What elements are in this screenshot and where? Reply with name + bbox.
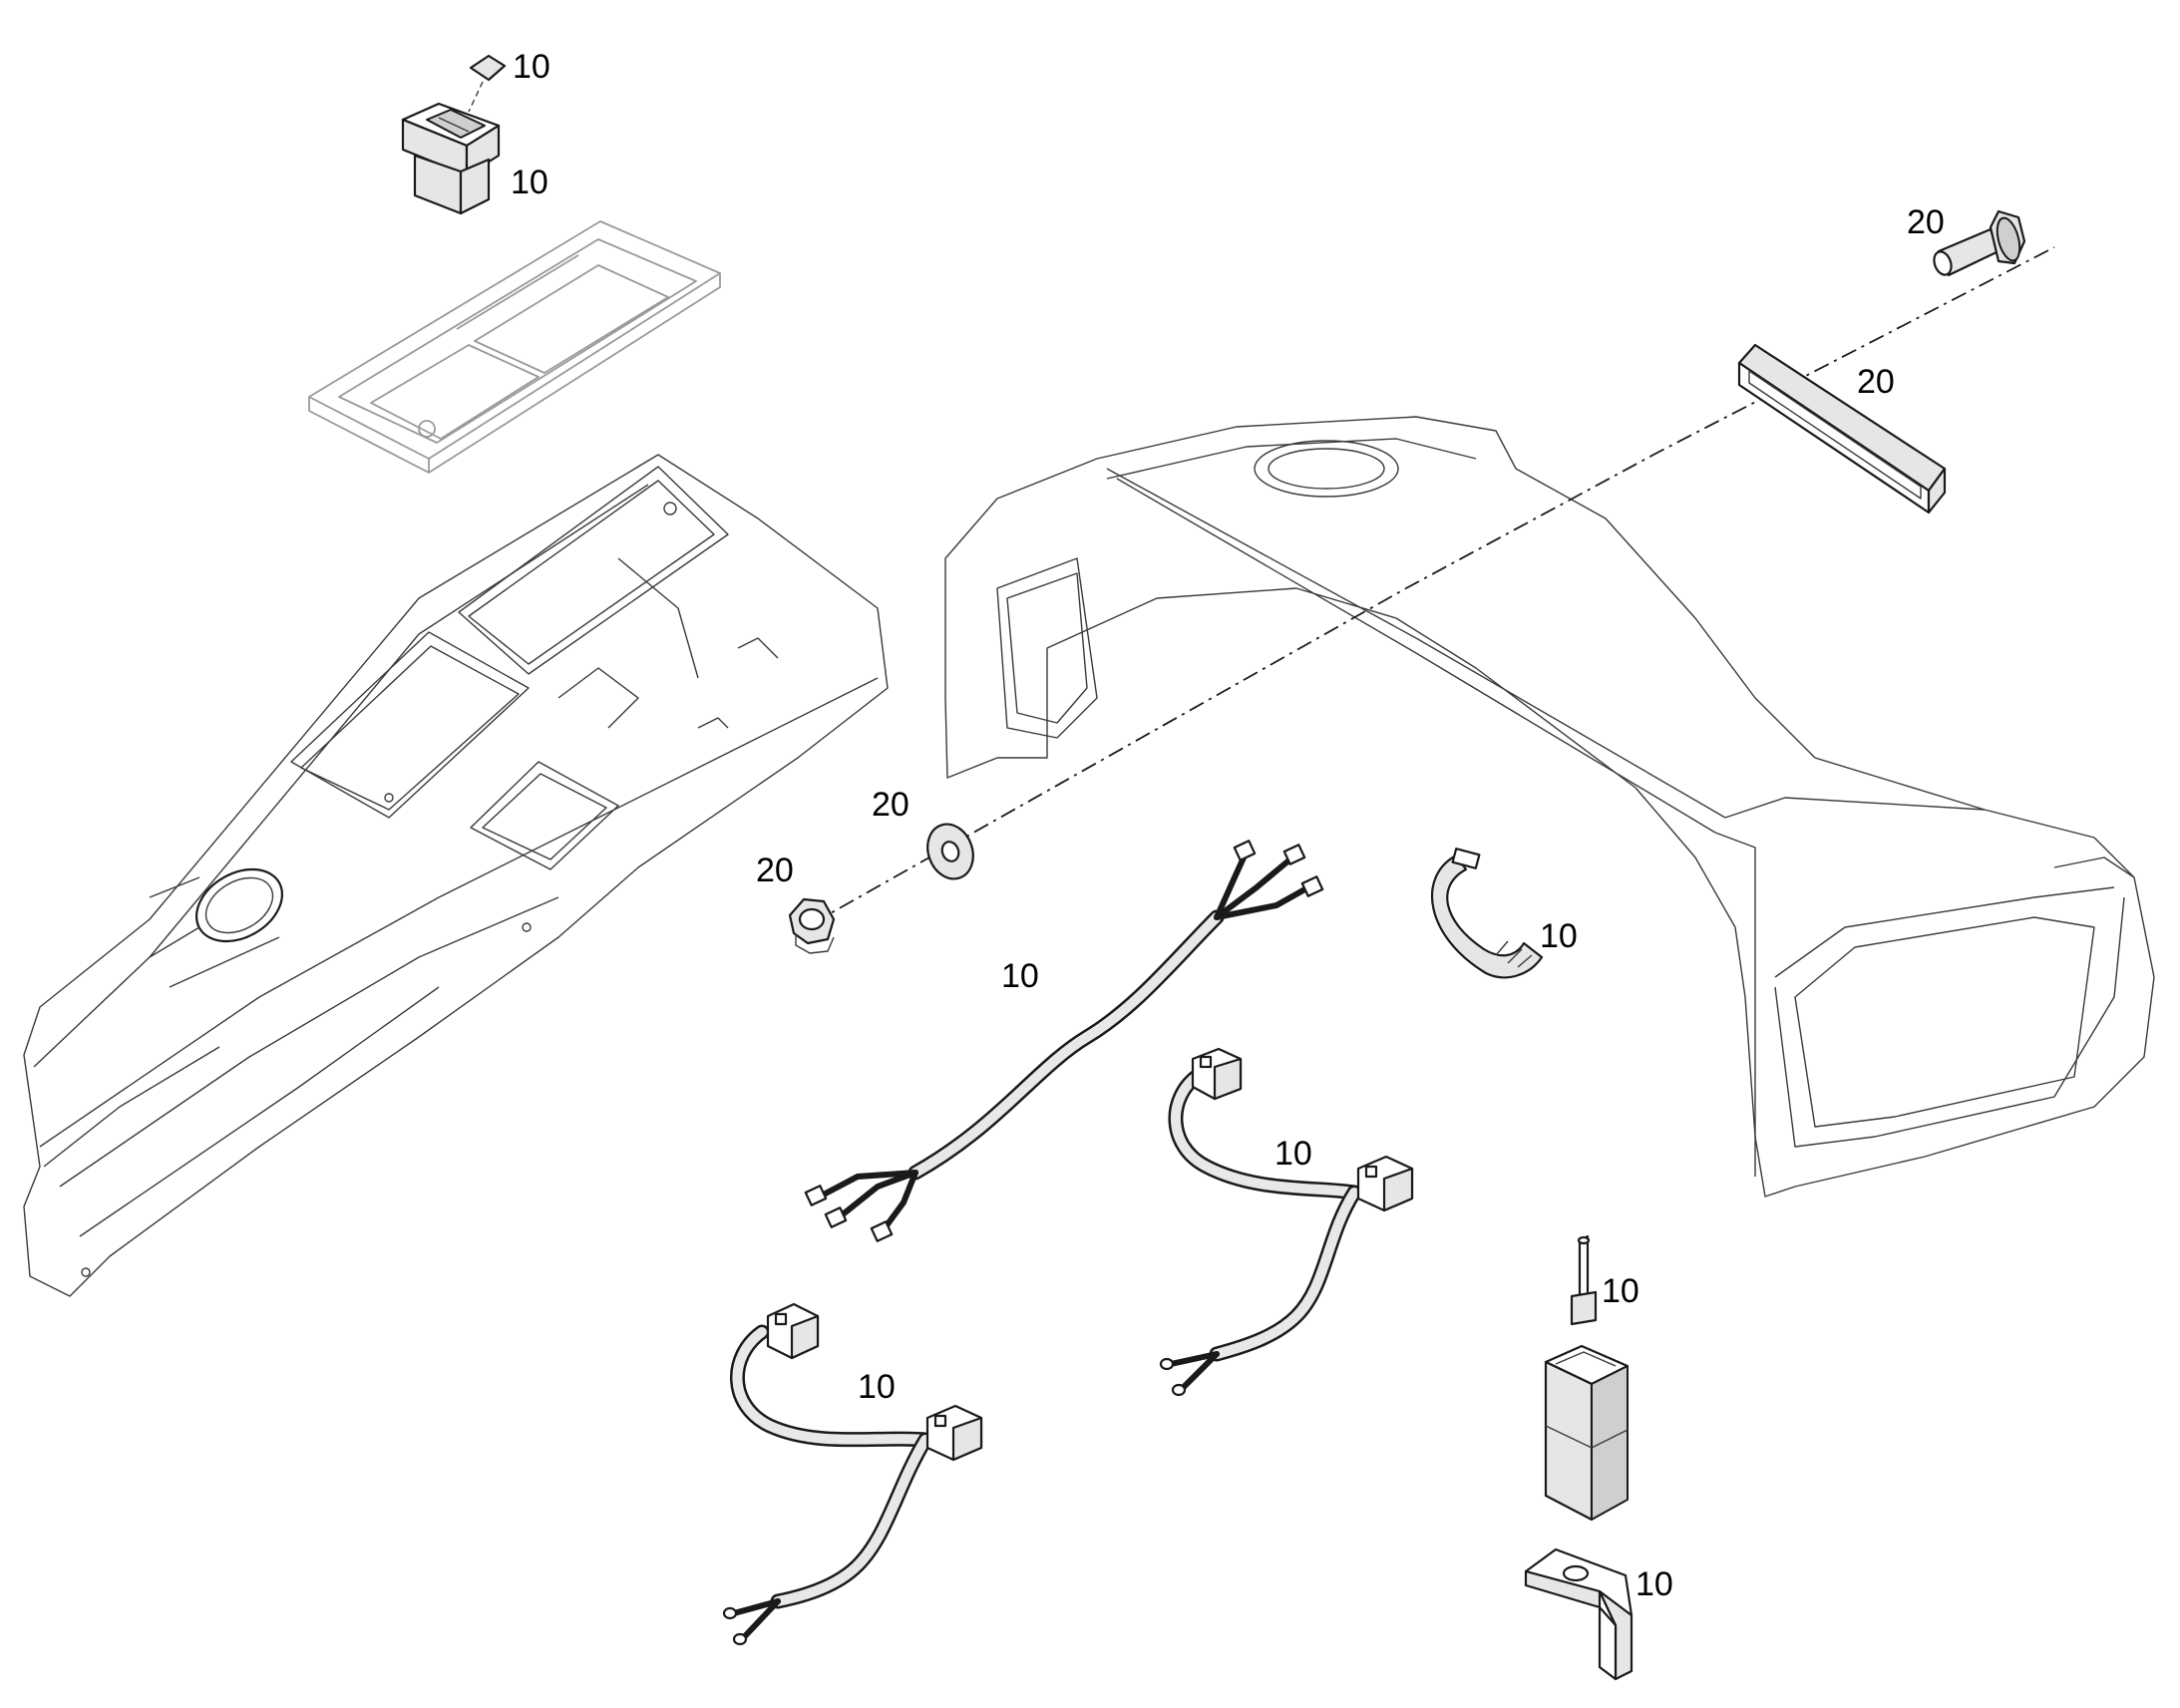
left-wire-harness — [722, 1302, 983, 1646]
switch-cap-part — [468, 54, 507, 113]
right-wire-harness — [1159, 1047, 1414, 1397]
bolt-part — [1933, 209, 2026, 277]
connector-right-top — [1191, 1047, 1243, 1101]
callout-bezel-frame: 20 — [1857, 363, 1895, 401]
callout-cable-strap: 10 — [1540, 917, 1578, 955]
console-housing — [23, 454, 889, 1297]
washer-part — [926, 823, 974, 880]
callout-washer: 20 — [872, 786, 909, 824]
ghost-cover-panel — [308, 220, 721, 474]
bezel-frame-part — [1737, 343, 1947, 514]
callout-harness-left: 10 — [858, 1368, 896, 1406]
callout-main-harness: 10 — [1001, 957, 1039, 995]
callout-bolt: 20 — [1907, 203, 1945, 241]
callout-bracket: 10 — [1635, 1565, 1673, 1603]
connector-left-top — [766, 1302, 820, 1360]
nut-part — [788, 897, 836, 954]
bracket-part — [1524, 1547, 1634, 1681]
callout-labels: 10 10 20 20 20 20 10 10 10 10 10 10 — [511, 48, 1945, 1603]
cable-strap-part — [1431, 848, 1544, 979]
roof-shell — [944, 416, 2155, 1197]
callout-switch-cap: 10 — [513, 48, 550, 86]
terminal-pin-part — [1570, 1234, 1598, 1326]
assembly-axis-line — [812, 246, 2055, 924]
connector-left-mid — [925, 1404, 983, 1462]
callout-nut: 20 — [756, 852, 794, 889]
callout-rocker-switch: 10 — [511, 164, 548, 201]
rocker-switch-part — [401, 102, 501, 215]
main-wire-harness — [804, 840, 1324, 1242]
callout-terminal-pin: 10 — [1602, 1272, 1639, 1310]
connector-housing-part — [1544, 1344, 1630, 1522]
callout-harness-right: 10 — [1274, 1135, 1312, 1173]
connector-right-mid — [1356, 1155, 1414, 1212]
